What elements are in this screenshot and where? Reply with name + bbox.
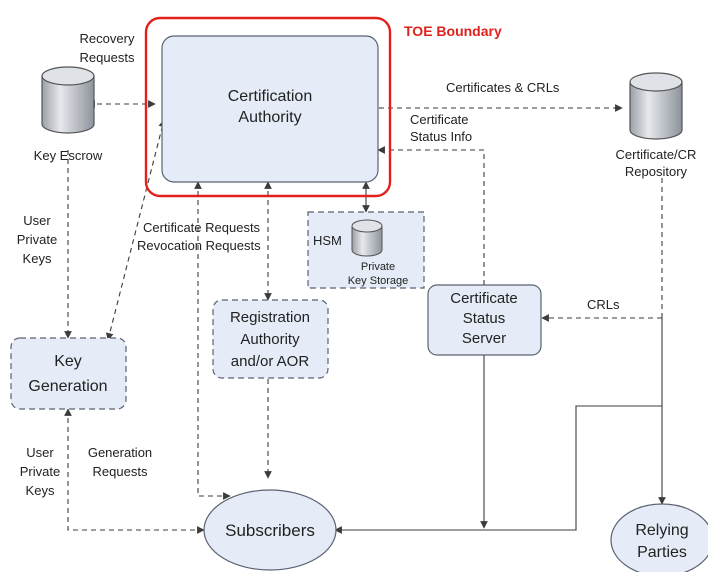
ca-label-line2: Authority xyxy=(238,109,301,126)
status-server-line2: Status xyxy=(463,310,506,327)
user-private-keys-bottom-line2: Private xyxy=(20,464,60,479)
crls-label: CRLs xyxy=(587,297,620,312)
key-generation-line2: Generation xyxy=(28,378,107,395)
repository-label-line2: Repository xyxy=(625,164,688,179)
status-info-connector xyxy=(377,146,485,285)
certs-crls-label: Certificates & CRLs xyxy=(446,80,560,95)
key-generation-line1: Key xyxy=(54,353,82,370)
generation-requests-line2: Requests xyxy=(93,464,148,479)
cert-status-info-line2: Status Info xyxy=(410,129,472,144)
status-server-line1: Certificate xyxy=(450,290,518,307)
user-private-keys-top-line3: Keys xyxy=(23,251,52,266)
subscribers-node[interactable] xyxy=(203,489,337,571)
cert-status-info-line1: Certificate xyxy=(410,112,469,127)
registration-authority-node[interactable] xyxy=(212,299,329,379)
hsm-storage-line1: Private xyxy=(361,261,395,273)
ra-line2: Authority xyxy=(240,331,300,348)
recovery-requests-label-line2: Requests xyxy=(80,50,135,65)
status-server-line3: Server xyxy=(462,330,506,347)
recovery-requests-label-line1: Recovery xyxy=(80,31,135,46)
ra-line1: Registration xyxy=(230,309,310,326)
user-private-keys-bottom-line1: User xyxy=(26,445,54,460)
repository-database-icon[interactable] xyxy=(629,72,683,140)
relying-parties-node[interactable] xyxy=(610,503,708,572)
user-private-keys-bottom-line3: Keys xyxy=(26,483,55,498)
repository-label-line1: Certificate/CR xyxy=(616,147,697,162)
toe-boundary-box xyxy=(144,16,392,198)
relying-parties-line2: Parties xyxy=(637,544,687,561)
relying-parties-line1: Relying xyxy=(635,522,688,539)
user-private-keys-top-line1: User xyxy=(23,213,51,228)
keygen-ca-connector xyxy=(105,119,167,341)
hsm-label: HSM xyxy=(313,233,342,248)
ca-label-line1: Certification xyxy=(228,88,312,105)
key-escrow-label: Key Escrow xyxy=(34,148,103,163)
user-private-keys-top-line2: Private xyxy=(17,232,57,247)
key-generation-node[interactable] xyxy=(10,337,127,410)
keygen-subscribers-connector xyxy=(64,408,205,534)
cert-requests-label: Certificate Requests xyxy=(143,220,261,235)
relying-subscribers-connector xyxy=(334,405,662,534)
toe-boundary-label: TOE Boundary xyxy=(404,23,502,39)
revocation-requests-label: Revocation Requests xyxy=(137,238,261,253)
ra-line3: and/or AOR xyxy=(231,353,310,370)
generation-requests-line1: Generation xyxy=(88,445,152,460)
key-escrow-database-icon[interactable] xyxy=(41,66,95,134)
hsm-key-storage-icon xyxy=(351,219,383,257)
hsm-storage-line2: Key Storage xyxy=(348,275,409,287)
subscribers-label: Subscribers xyxy=(225,521,315,540)
ca-subscribers-connector xyxy=(194,181,231,500)
certification-authority-node[interactable] xyxy=(161,35,379,183)
status-server-node[interactable] xyxy=(427,284,542,356)
